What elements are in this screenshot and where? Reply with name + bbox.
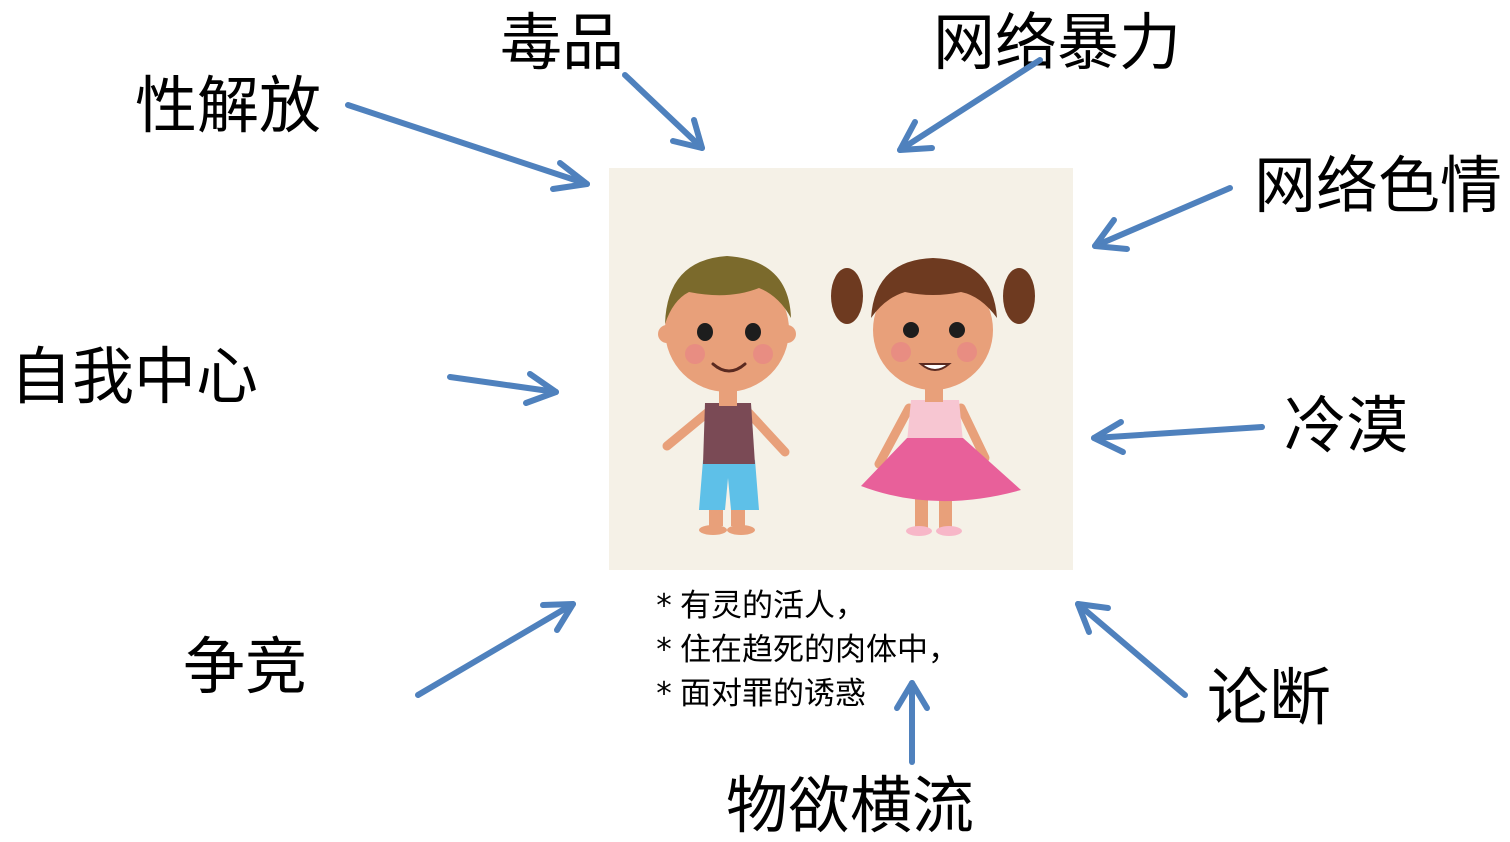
label-self-centered: 自我中心 (10, 340, 259, 413)
label-sexual-liberation: 性解放 (135, 69, 322, 142)
caption-line-3: 面对罪的诱惑 (648, 672, 959, 716)
caption-line-2: 住在趋死的肉体中， (648, 628, 959, 672)
boy-and-girl-cartoon (658, 256, 1035, 536)
arrow-competition (415, 601, 576, 698)
boy-figure (658, 256, 796, 535)
arrow-materialism (894, 680, 930, 765)
label-competition: 争竞 (183, 630, 308, 703)
label-materialism: 物欲横流 (726, 769, 975, 842)
children-illustration (609, 168, 1073, 570)
arrow-self-centered (447, 371, 559, 406)
label-cyber-violence: 网络暴力 (933, 6, 1182, 79)
arrow-sexual-liberation (345, 102, 590, 192)
label-cyber-porn: 网络色情 (1254, 149, 1503, 222)
arrow-drugs (622, 72, 705, 151)
caption-line-1: 有灵的活人， (648, 584, 959, 628)
label-indifference: 冷漠 (1284, 389, 1409, 462)
arrow-judgment (1075, 601, 1188, 698)
label-drugs: 毒品 (500, 6, 625, 79)
arrow-cyber-porn (1092, 185, 1233, 252)
label-judgment: 论断 (1207, 661, 1332, 734)
arrow-cyber-violence (897, 57, 1043, 153)
arrow-indifference (1091, 419, 1265, 455)
girl-figure (831, 258, 1035, 536)
caption: 有灵的活人， 住在趋死的肉体中， 面对罪的诱惑 (648, 584, 959, 716)
